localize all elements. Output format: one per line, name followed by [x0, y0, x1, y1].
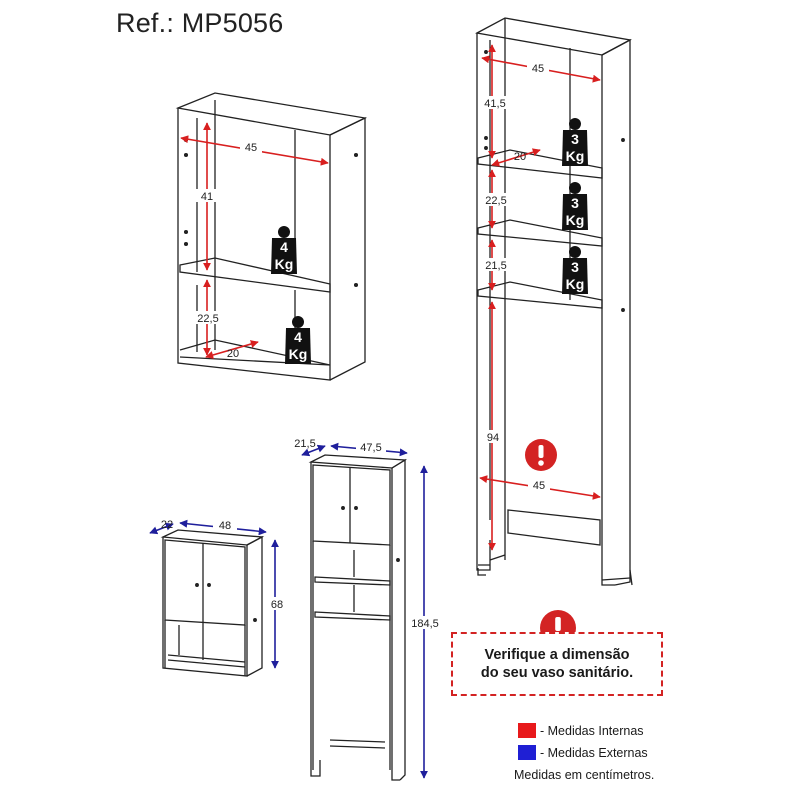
tall-cabinet-clearance-width-dim: 45	[479, 475, 601, 500]
legend-external-label: - Medidas Externas	[540, 745, 648, 760]
tall-unit-drawing	[308, 454, 408, 781]
legend-internal: - Medidas Internas	[518, 723, 644, 738]
small-unit-drawing	[160, 529, 265, 677]
warning-line-2: do seu vaso sanitário.	[480, 665, 634, 681]
svg-text:20: 20	[227, 348, 239, 360]
reference-title: Ref.: MP5056	[116, 8, 284, 38]
svg-text:Kg: Kg	[275, 256, 294, 272]
svg-text:Kg: Kg	[566, 212, 585, 228]
legend-internal-label: - Medidas Internas	[540, 723, 644, 738]
tall-cabinet-section2-dim: 22,5	[482, 169, 510, 229]
svg-text:45: 45	[533, 480, 545, 492]
svg-text:Kg: Kg	[289, 346, 308, 362]
tall-cabinet-width-top-dim: 45	[481, 55, 601, 83]
svg-text:4: 4	[280, 239, 288, 255]
units-footnote: Medidas em centímetros.	[514, 768, 655, 782]
weight-icon: 3 Kg	[562, 246, 588, 294]
svg-text:22,5: 22,5	[485, 195, 506, 207]
svg-text:41: 41	[201, 191, 213, 203]
weight-icon: 3 Kg	[562, 118, 588, 166]
tall-cabinet-clearance-height-dim: 94	[483, 301, 503, 551]
svg-text:22,5: 22,5	[197, 313, 218, 325]
svg-text:45: 45	[245, 142, 257, 154]
tall-cabinet-section3-dim: 21,5	[482, 239, 510, 291]
svg-text:3: 3	[571, 195, 579, 211]
svg-text:94: 94	[487, 432, 499, 444]
svg-text:45: 45	[532, 63, 544, 75]
tall-unit-depth-dim: 21,5	[294, 438, 326, 457]
svg-text:22: 22	[161, 519, 173, 531]
tall-unit-height-dim: 184,5	[408, 465, 442, 779]
upper-cabinet-height-top-dim: 41	[196, 122, 218, 271]
warning-icon	[525, 439, 557, 471]
warning-line-1: Verifique a dimensão	[484, 647, 630, 663]
svg-text:4: 4	[294, 329, 302, 345]
weight-icon: 4 Kg	[285, 316, 311, 364]
tall-cabinet-depth-dim: 20	[491, 148, 541, 167]
legend-external-swatch	[518, 745, 536, 760]
svg-text:21,5: 21,5	[294, 438, 315, 450]
tall-unit-width-dim: 47,5	[330, 440, 408, 457]
weight-icon: 3 Kg	[562, 182, 588, 230]
svg-text:184,5: 184,5	[411, 618, 439, 630]
svg-text:Kg: Kg	[566, 276, 585, 292]
upper-cabinet-depth-dim: 20	[205, 340, 259, 360]
svg-text:21,5: 21,5	[485, 260, 506, 272]
svg-text:68: 68	[271, 599, 283, 611]
upper-cabinet-height-bottom-dim: 22,5	[194, 279, 222, 356]
legend-internal-swatch	[518, 723, 536, 738]
svg-text:48: 48	[219, 520, 231, 532]
weight-icon: 4 Kg	[271, 226, 297, 274]
svg-text:20: 20	[514, 151, 526, 163]
tall-cabinet-section1-dim: 41,5	[482, 44, 508, 159]
svg-text:Kg: Kg	[566, 148, 585, 164]
svg-text:3: 3	[571, 259, 579, 275]
legend-external: - Medidas Externas	[518, 745, 648, 760]
small-unit-height-dim: 68	[267, 539, 289, 669]
toilet-size-warning: Verifique a dimensão do seu vaso sanitár…	[451, 632, 663, 696]
svg-text:41,5: 41,5	[484, 98, 505, 110]
small-unit-width-dim: 48	[179, 518, 267, 536]
small-unit-depth-dim: 22	[149, 519, 174, 535]
upper-cabinet-width-dim: 45	[180, 135, 329, 166]
svg-text:47,5: 47,5	[360, 442, 381, 454]
upper-cabinet-drawing	[175, 92, 368, 381]
svg-text:3: 3	[571, 131, 579, 147]
